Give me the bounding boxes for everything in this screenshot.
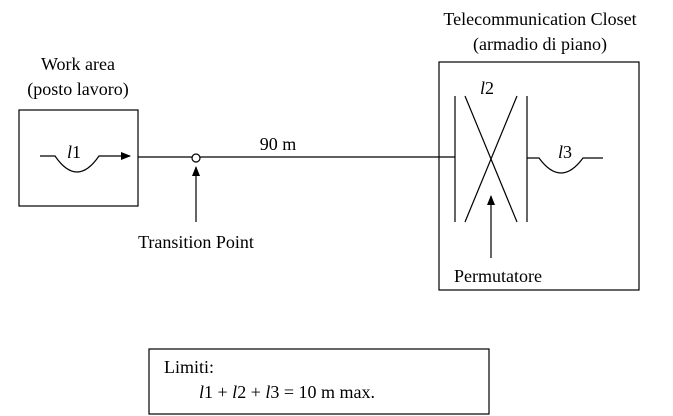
limits-formula: l1 + l2 + l3 = 10 m max. (199, 382, 375, 402)
equipment-cord (527, 157, 603, 174)
work-area-subtitle: (posto lavoro) (27, 79, 128, 100)
cable-l1-label: l1 (67, 142, 81, 162)
transition-point-label: Transition Point (138, 232, 254, 252)
limits-heading: Limiti: (164, 357, 214, 377)
distance-label: 90 m (260, 134, 297, 154)
closet-box (438, 61, 640, 291)
closet-subtitle: (armadio di piano) (473, 34, 607, 55)
limits-box (148, 348, 490, 415)
work-area-title: Work area (41, 54, 115, 74)
work-area-box (18, 109, 139, 207)
patch-cord-l2-label: l2 (480, 78, 494, 98)
patch-panel-label: Permutatore (454, 266, 542, 286)
work-area-cord (40, 152, 131, 173)
equipment-cord-l3-label: l3 (558, 142, 572, 162)
patch-cord-cross-b (464, 95, 518, 223)
transition-point-marker (191, 153, 201, 163)
closet-title: Telecommunication Closet (443, 9, 636, 29)
